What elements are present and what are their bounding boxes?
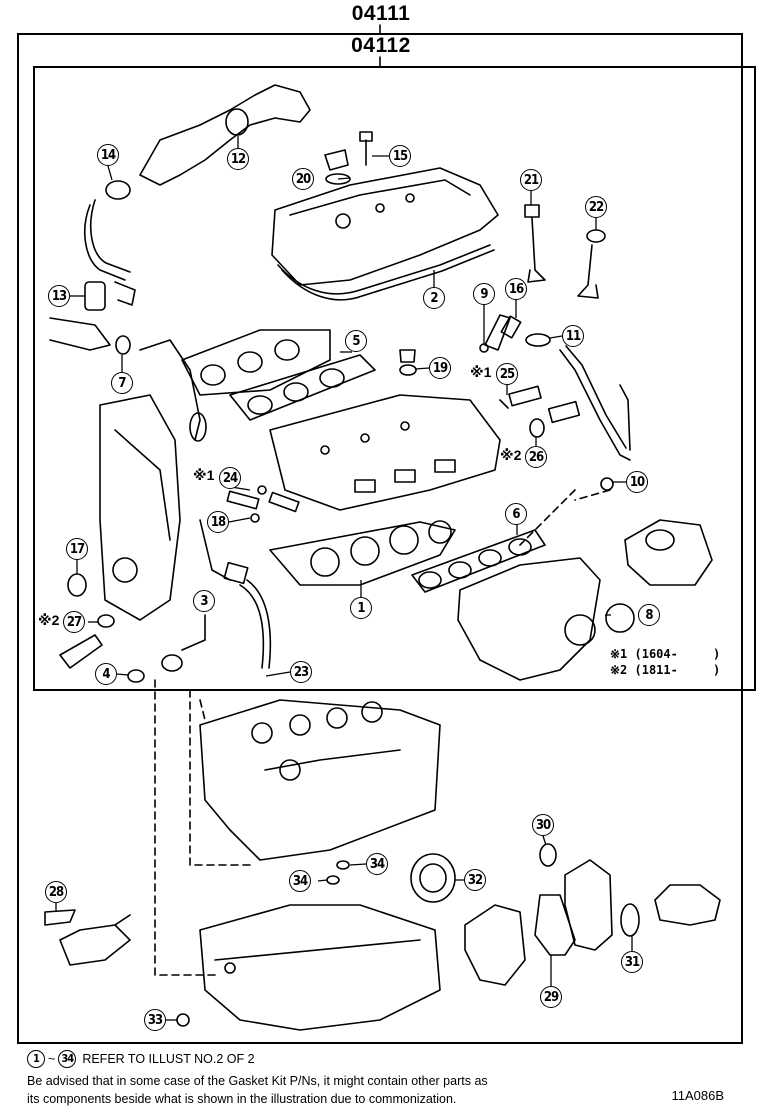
outer-kit-number: 04111 xyxy=(351,2,411,25)
callout-20[interactable]: 20 xyxy=(292,168,314,190)
callout-33[interactable]: 33 xyxy=(144,1009,166,1031)
legend-applicability-2-end: ) xyxy=(713,663,721,677)
callout-30[interactable]: 30 xyxy=(532,814,554,836)
footer-note-line-1: Be advised that in some case of the Gask… xyxy=(27,1074,488,1088)
callout-6[interactable]: 6 xyxy=(505,503,527,525)
callout-12[interactable]: 12 xyxy=(227,148,249,170)
footer-note-line-2: its components beside what is shown in t… xyxy=(27,1092,457,1106)
footer-tilde: ~ xyxy=(48,1052,56,1066)
footer-reference-text: REFER TO ILLUST NO.2 OF 2 xyxy=(82,1052,255,1066)
callout-16[interactable]: 16 xyxy=(505,278,527,300)
callout-2[interactable]: 2 xyxy=(423,287,445,309)
mark-applicability-1: ※1 xyxy=(470,364,492,380)
callout-32[interactable]: 32 xyxy=(464,869,486,891)
legend-applicability-2: ※2 (1811- xyxy=(610,663,678,677)
callout-9[interactable]: 9 xyxy=(473,283,495,305)
callout-15[interactable]: 15 xyxy=(389,145,411,167)
callout-34-right[interactable]: 34 xyxy=(366,853,388,875)
callout-14[interactable]: 14 xyxy=(97,144,119,166)
callout-22[interactable]: 22 xyxy=(585,196,607,218)
callout-21[interactable]: 21 xyxy=(520,169,542,191)
footer-callout-start: 1 xyxy=(27,1050,45,1068)
callout-18[interactable]: 18 xyxy=(207,511,229,533)
inner-kit-frame xyxy=(33,66,756,691)
callout-19[interactable]: 19 xyxy=(429,357,451,379)
callout-25[interactable]: 25 xyxy=(496,363,518,385)
callout-24[interactable]: 24 xyxy=(219,467,241,489)
callout-3[interactable]: 3 xyxy=(193,590,215,612)
mark-applicability-2: ※2 xyxy=(500,447,522,463)
callout-31[interactable]: 31 xyxy=(621,951,643,973)
callout-23[interactable]: 23 xyxy=(290,661,312,683)
callout-29[interactable]: 29 xyxy=(540,986,562,1008)
outer-kit-frame xyxy=(17,33,743,1044)
callout-7[interactable]: 7 xyxy=(111,372,133,394)
callout-27[interactable]: 27 xyxy=(63,611,85,633)
callout-13[interactable]: 13 xyxy=(48,285,70,307)
callout-4[interactable]: 4 xyxy=(95,663,117,685)
callout-10[interactable]: 10 xyxy=(626,471,648,493)
callout-28[interactable]: 28 xyxy=(45,881,67,903)
mark-applicability-1: ※1 xyxy=(193,467,215,483)
callout-26[interactable]: 26 xyxy=(525,446,547,468)
callout-8[interactable]: 8 xyxy=(638,604,660,626)
inner-kit-number: 04112 xyxy=(351,34,411,57)
footer-callout-end: 34 xyxy=(58,1050,77,1068)
legend-applicability-1-end: ) xyxy=(713,647,721,661)
footer-reference-line: 1 ~ 34 REFER TO ILLUST NO.2 OF 2 xyxy=(27,1050,255,1068)
callout-34-left[interactable]: 34 xyxy=(289,870,311,892)
mark-applicability-2: ※2 xyxy=(38,612,60,628)
illustration-code: 11A086B xyxy=(671,1088,724,1103)
callout-17[interactable]: 17 xyxy=(66,538,88,560)
callout-11[interactable]: 11 xyxy=(562,325,584,347)
callout-1[interactable]: 1 xyxy=(350,597,372,619)
legend-applicability-1: ※1 (1604- xyxy=(610,647,678,661)
callout-5[interactable]: 5 xyxy=(345,330,367,352)
